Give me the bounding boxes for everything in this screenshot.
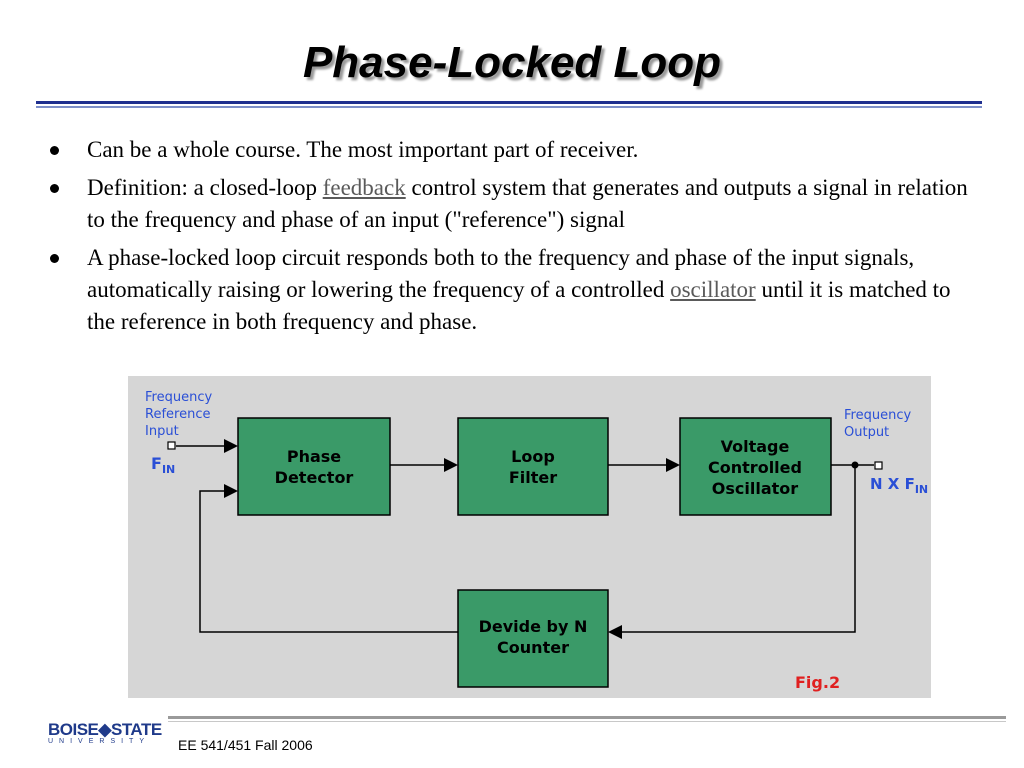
arrow-to-divider (608, 625, 622, 639)
phase-detector-label: Detector (275, 468, 354, 487)
feedback-path-line (620, 465, 856, 633)
bullet-item: Definition: a closed-loop feedback contr… (42, 172, 982, 236)
vco-label: Controlled (708, 458, 802, 477)
bullet-text: until it is matched to the reference in … (87, 277, 951, 334)
divider-label: Counter (497, 638, 569, 657)
loop-filter-block (457, 417, 609, 516)
phase-detector-block (237, 417, 391, 516)
phase-detector-label: Phase (287, 447, 341, 466)
vco-block (679, 417, 832, 516)
output-junction (851, 461, 859, 469)
bullet-item: A phase-locked loop circuit responds bot… (42, 242, 982, 338)
bullet-item: Can be a whole course. The most importan… (42, 134, 982, 166)
arrow-feedback (224, 484, 238, 498)
bullet-text: Definition: a closed-loop (87, 175, 323, 200)
pll-diagram-canvas: Phase Detector Loop Filter Voltage Contr… (145, 390, 928, 692)
bullet-list: Can be a whole course. The most importan… (42, 134, 982, 344)
vco-label: Voltage (721, 437, 790, 456)
footer-rule-secondary (168, 721, 1006, 722)
logo-subtitle: UNIVERSITY (48, 738, 151, 745)
course-label: EE 541/451 Fall 2006 (178, 737, 313, 753)
input-label: Frequency (145, 390, 212, 405)
bullet-text: control system that generates and output… (87, 175, 968, 232)
divider-label: Devide by N (479, 617, 588, 636)
output-label: Frequency (844, 408, 911, 423)
slide-title: Phase-Locked Loop (302, 38, 722, 87)
footer-rule (168, 716, 1006, 719)
input-label: Reference (145, 407, 210, 422)
output-symbol: N X FIN (870, 475, 928, 496)
divider-block (457, 589, 609, 688)
arrow-input (224, 439, 238, 453)
arrow-to-filter (444, 458, 458, 472)
input-symbol: FIN (151, 454, 175, 476)
arrowheads (224, 439, 680, 639)
title-rule (36, 101, 982, 104)
feedback-link[interactable]: feedback (322, 175, 406, 200)
divider-return-line (199, 490, 458, 633)
title-rule-secondary (36, 106, 982, 108)
logo-wordmark: BOISE◆STATE (48, 720, 162, 739)
bullet-text: Can be a whole course. The most importan… (87, 137, 639, 162)
vco-label: Oscillator (712, 479, 799, 498)
oscillator-link[interactable]: oscillator (670, 277, 756, 302)
input-label: Input (145, 424, 179, 439)
bullet-dot (50, 184, 59, 193)
arrow-to-vco (666, 458, 680, 472)
input-terminal (167, 441, 176, 450)
loop-filter-label: Loop (511, 447, 555, 466)
bullet-dot (50, 146, 59, 155)
output-label: Output (844, 425, 889, 440)
bullet-dot (50, 254, 59, 263)
university-logo: BOISE◆STATE UNIVERSITY (48, 720, 162, 745)
loop-filter-label: Filter (509, 468, 557, 487)
figure-label: Fig.2 (795, 673, 840, 692)
pll-diagram: Phase Detector Loop Filter Voltage Contr… (128, 376, 931, 698)
bullet-text: A phase-locked loop circuit responds bot… (87, 245, 915, 302)
output-terminal (874, 461, 883, 470)
